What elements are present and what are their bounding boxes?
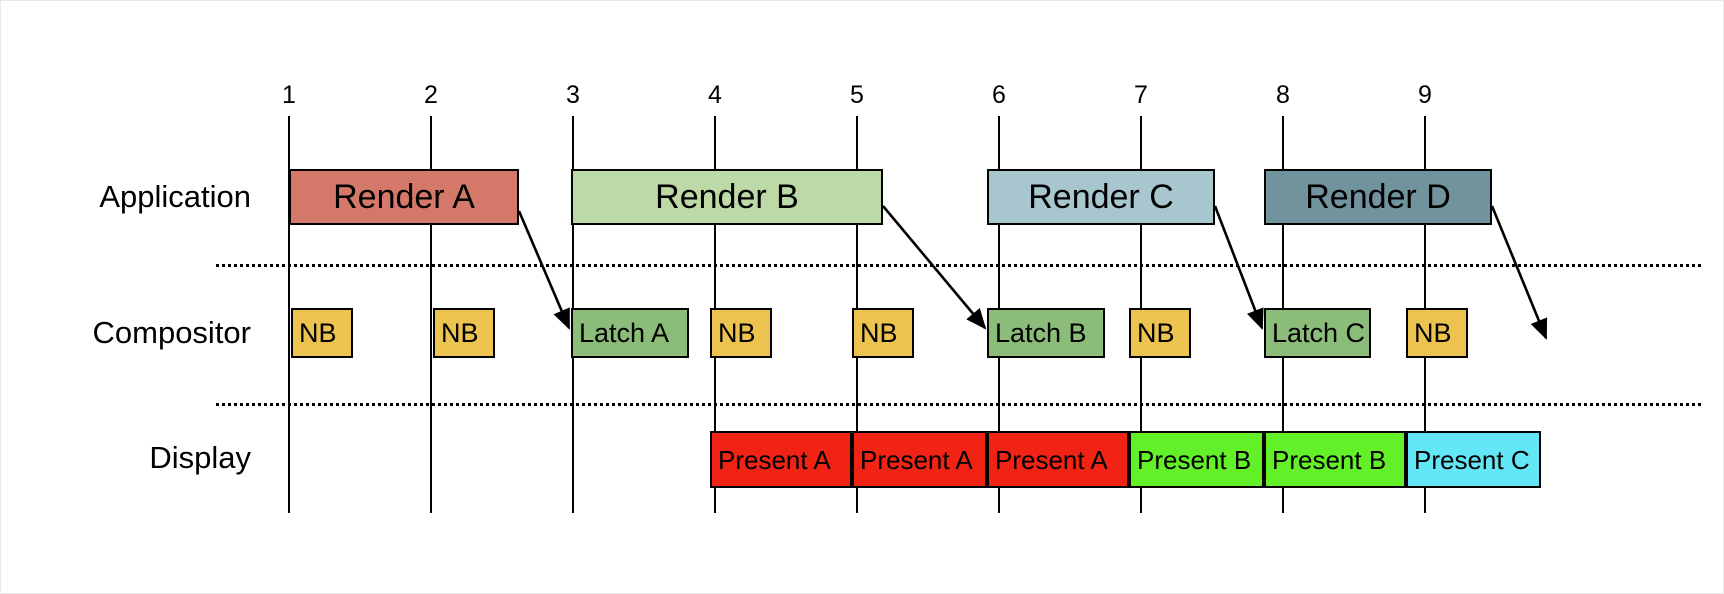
block-label: Present B [1137, 444, 1252, 475]
block-label: Render C [1028, 178, 1174, 216]
tick-line-2 [430, 116, 432, 513]
display-block-present-a-1: Present A [852, 431, 987, 488]
block-label: Latch C [1272, 317, 1366, 348]
compositor-block-latch-b-5: Latch B [987, 308, 1105, 358]
compositor-block-latch-a-2: Latch A [571, 308, 689, 358]
tick-label-5: 5 [850, 81, 864, 109]
tick-label-8: 8 [1276, 81, 1290, 109]
compositor-block-latch-c-7: Latch C [1264, 308, 1371, 358]
arrow-render-a-to-latch-a [517, 210, 571, 330]
compositor-block-nb-8: NB [1406, 308, 1468, 358]
application-block-render-d-3: Render D [1264, 169, 1492, 225]
compositor-block-nb-0: NB [291, 308, 353, 358]
tick-label-2: 2 [424, 81, 438, 109]
block-label: Render A [333, 178, 475, 216]
compositor-block-nb-4: NB [852, 308, 914, 358]
row-label-display: Display [149, 440, 251, 475]
tick-label-7: 7 [1134, 81, 1148, 109]
block-label: Present B [1272, 444, 1387, 475]
display-block-present-a-2: Present A [987, 431, 1129, 488]
block-label: NB [1414, 317, 1452, 348]
block-label: Render D [1305, 178, 1451, 216]
tick-line-1 [288, 116, 290, 513]
block-label: NB [299, 317, 337, 348]
application-block-render-b-1: Render B [571, 169, 883, 225]
compositor-block-nb-3: NB [710, 308, 772, 358]
compositor-block-nb-6: NB [1129, 308, 1191, 358]
display-block-present-b-4: Present B [1264, 431, 1406, 488]
arrow-render-d-offscreen [1490, 205, 1548, 340]
block-label: NB [860, 317, 898, 348]
tick-label-1: 1 [282, 81, 296, 109]
block-label: NB [718, 317, 756, 348]
arrow-render-c-to-latch-c [1213, 205, 1264, 330]
application-block-render-c-2: Render C [987, 169, 1215, 225]
application-block-render-a-0: Render A [289, 169, 519, 225]
block-label: Present C [1414, 444, 1530, 475]
block-label: Present A [995, 444, 1108, 475]
row-label-compositor: Compositor [92, 315, 252, 350]
display-block-present-a-0: Present A [710, 431, 852, 488]
block-label: Render B [655, 178, 799, 216]
row-label-application: Application [99, 179, 251, 214]
block-label: Latch B [995, 317, 1087, 348]
block-label: NB [1137, 317, 1175, 348]
display-block-present-c-5: Present C [1406, 431, 1541, 488]
block-label: Present A [860, 444, 973, 475]
block-label: Latch A [579, 317, 670, 348]
block-label: NB [441, 317, 479, 348]
block-label: Present A [718, 444, 831, 475]
tick-label-3: 3 [566, 81, 580, 109]
compositor-display-divider [216, 403, 1701, 406]
application-compositor-divider [216, 264, 1701, 267]
compositor-block-nb-1: NB [433, 308, 495, 358]
tick-label-4: 4 [708, 81, 722, 109]
tick-label-6: 6 [992, 81, 1006, 109]
display-block-present-b-3: Present B [1129, 431, 1264, 488]
tick-label-9: 9 [1418, 81, 1432, 109]
